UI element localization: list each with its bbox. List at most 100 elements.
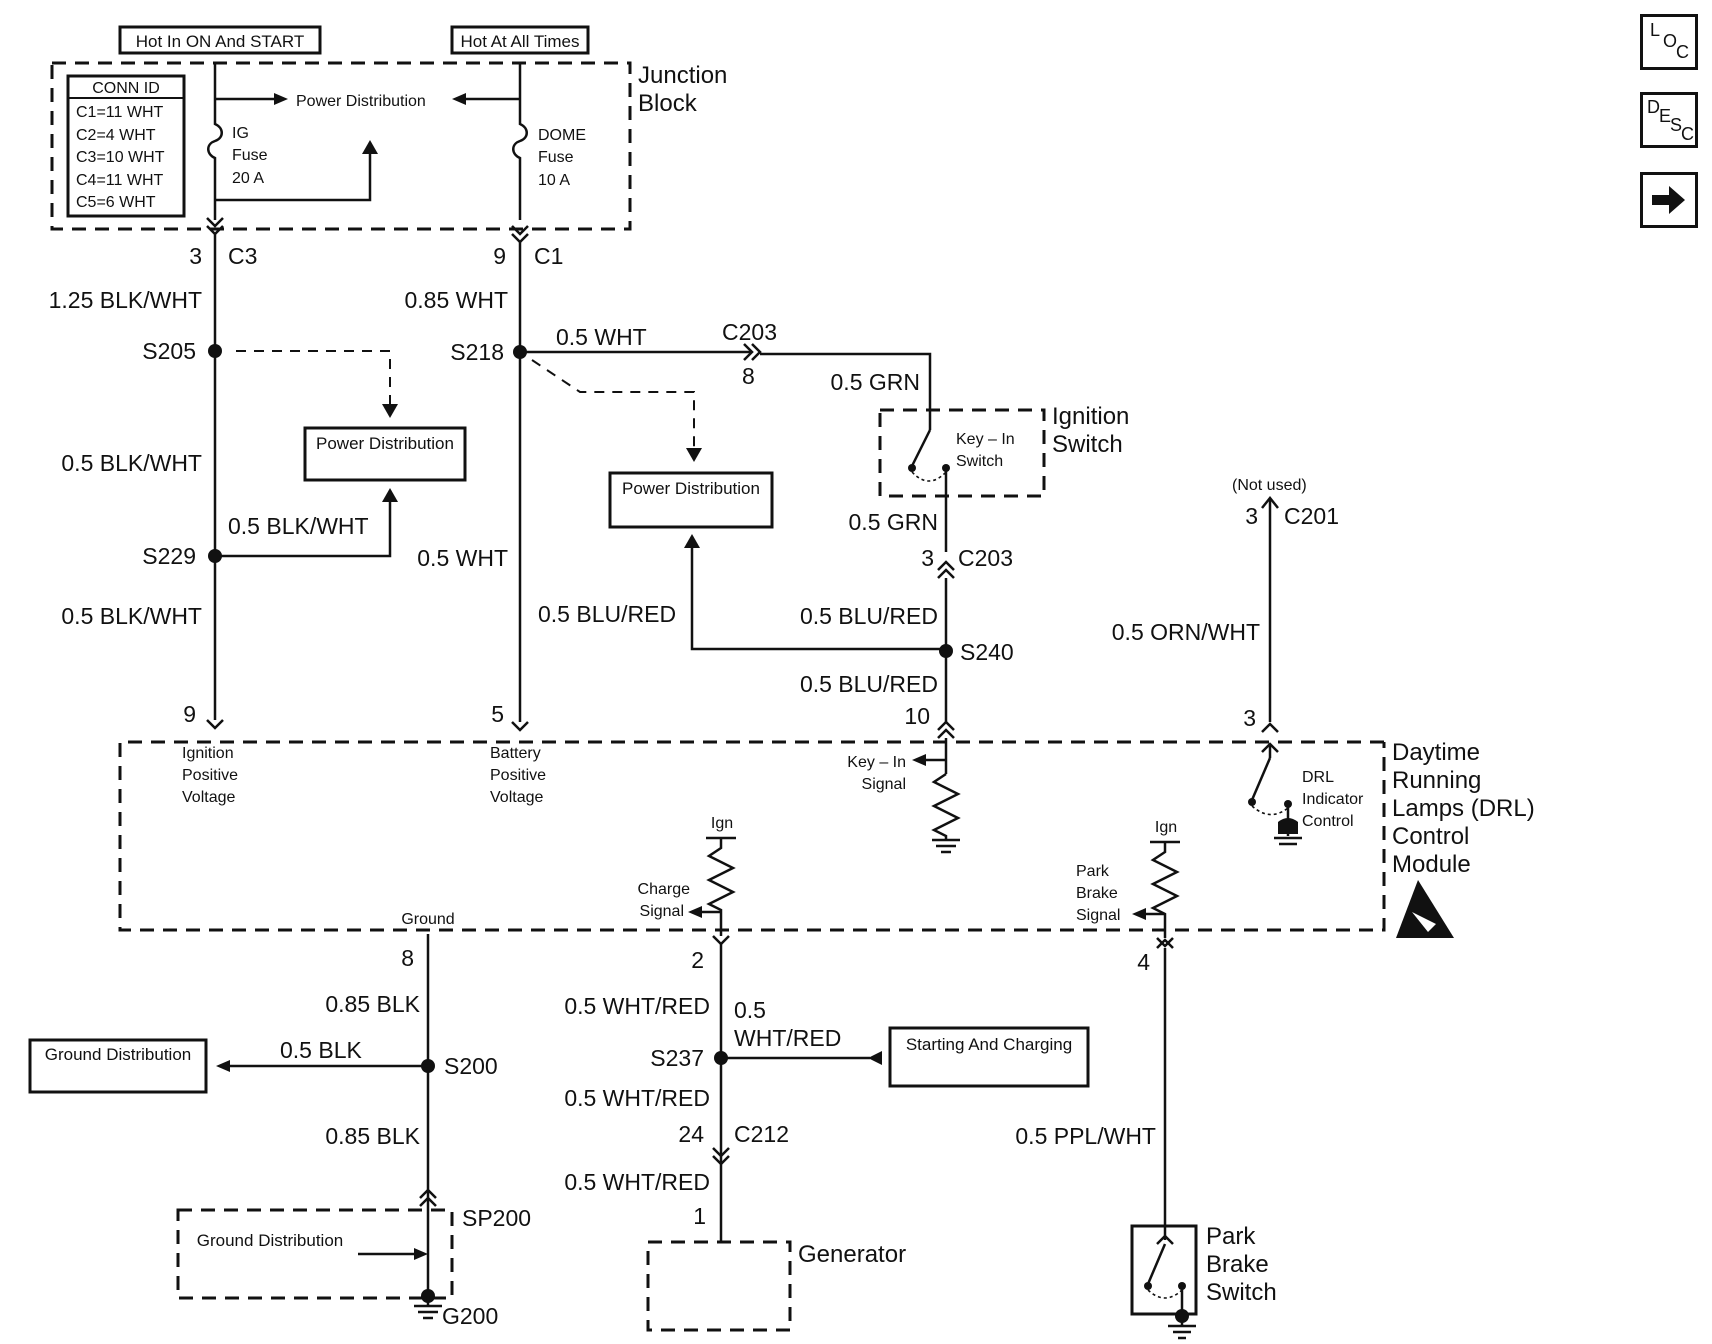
wire-label: 0.5 BLK <box>280 1037 362 1063</box>
loc-letter: L <box>1650 20 1661 40</box>
drl-module-outline <box>118 740 1386 932</box>
splice-s229 <box>208 549 222 563</box>
drl-indicator-label: Indicator <box>1302 791 1364 808</box>
power-distribution-box-a <box>303 426 467 482</box>
wire-label: 0.5 BLU/RED <box>800 671 938 697</box>
wire-label: 0.5 WHT <box>417 545 508 571</box>
wire-label: WHT/RED <box>734 1025 841 1051</box>
wire-label: 0.5 GRN <box>849 509 938 535</box>
next-button[interactable] <box>1640 172 1698 228</box>
module-pin: 9 <box>183 701 196 727</box>
power-distribution-label: Power Distribution <box>316 434 454 453</box>
ground-g200-label: G200 <box>442 1303 498 1329</box>
park-brake-signal-label: Brake <box>1076 885 1118 902</box>
battery-voltage-label: Voltage <box>490 789 543 806</box>
drl-indicator-label: Control <box>1302 813 1354 830</box>
splice-label: SP200 <box>462 1205 531 1231</box>
desc-letter: E <box>1659 106 1672 126</box>
wire-label: 0.5 PPL/WHT <box>1015 1123 1156 1149</box>
key-in-resistor <box>931 772 961 840</box>
wire-label: 0.5 BLK/WHT <box>228 513 369 539</box>
drl-indicator-label: DRL <box>1302 769 1334 786</box>
wire-label: 0.5 BLK/WHT <box>61 450 202 476</box>
desc-letter: D <box>1647 97 1660 117</box>
battery-voltage-label: Battery <box>490 745 541 762</box>
module-pin: 2 <box>691 947 704 973</box>
conn-id-row: C3=10 WHT <box>76 149 165 166</box>
charge-resistor <box>706 838 736 936</box>
splice-label: S218 <box>450 339 504 365</box>
drl-module-title: Lamps (DRL) <box>1392 795 1535 822</box>
ground-distribution-label: Ground Distribution <box>197 1231 343 1250</box>
power-distribution-box-b <box>608 471 774 529</box>
connector-pin: 3 <box>1245 503 1258 529</box>
starting-charging-label: Starting And Charging <box>906 1035 1072 1054</box>
module-pin: 3 <box>1243 705 1256 731</box>
ignition-switch-outline <box>878 408 1046 498</box>
conn-id-box <box>66 74 186 218</box>
ground-label: Ground <box>401 911 454 928</box>
c3-pin: 3 <box>189 243 202 269</box>
module-pin: 5 <box>491 701 504 727</box>
power-distribution-label: Power Distribution <box>622 479 760 498</box>
dome-fuse-label: Fuse <box>538 149 574 166</box>
drl-module-title: Module <box>1392 851 1471 878</box>
connector-label: C203 <box>958 545 1013 571</box>
hot-on-start-box <box>118 25 322 55</box>
drl-module-title: Control <box>1392 823 1469 850</box>
drl-module-title: Running <box>1392 767 1481 794</box>
loc-letter: O <box>1663 31 1678 51</box>
desc-letter: S <box>1670 115 1683 135</box>
ignition-switch-title: Switch <box>1052 431 1123 458</box>
ground-distribution-box-a <box>28 1038 208 1094</box>
loc-letter: C <box>1676 42 1689 62</box>
conn-id-row: C1=11 WHT <box>76 104 164 121</box>
module-pin: 10 <box>904 703 930 729</box>
junction-power-dist-label: Power Distribution <box>296 93 426 110</box>
key-in-switch-label: Switch <box>956 453 1003 470</box>
ig-fuse-label: Fuse <box>232 147 268 164</box>
ignition-voltage-label: Voltage <box>182 789 235 806</box>
c1-pin: 9 <box>493 243 506 269</box>
junction-block-title: Block <box>638 90 698 117</box>
splice-label: S205 <box>142 338 196 364</box>
ign-label: Ign <box>1155 819 1177 836</box>
dome-fuse-label: DOME <box>538 127 586 144</box>
park-brake-switch-label: Switch <box>1206 1279 1277 1306</box>
ignition-switch-title: Ignition <box>1052 403 1129 430</box>
charge-signal-label: Charge <box>638 881 691 898</box>
loc-button[interactable]: L O C <box>1640 14 1698 70</box>
c3-connector: C3 <box>228 243 257 269</box>
park-brake-signal-label: Park <box>1076 863 1110 880</box>
park-brake-signal-label: Signal <box>1076 907 1120 924</box>
hot-on-start-label: Hot In ON And START <box>136 32 305 51</box>
ign-label: Ign <box>711 815 733 832</box>
wire-label: 0.5 BLU/RED <box>538 601 676 627</box>
starting-charging-box <box>888 1026 1090 1088</box>
wire-label: 0.5 <box>734 997 766 1023</box>
wire-label: 0.85 WHT <box>404 287 508 313</box>
key-in-switch-contact <box>910 429 932 467</box>
key-in-signal-label: Signal <box>862 776 906 793</box>
splice-label: S200 <box>444 1053 498 1079</box>
wire-label: 0.5 WHT/RED <box>564 1169 710 1195</box>
wire-label: 0.5 GRN <box>831 369 920 395</box>
ground-distribution-box-b <box>176 1208 454 1300</box>
connector-pin: 24 <box>678 1121 704 1147</box>
connector-pin: 3 <box>921 545 934 571</box>
wire-label: 0.5 ORN/WHT <box>1112 619 1260 645</box>
junction-block-outline <box>50 61 632 231</box>
park-brake-resistor <box>1150 842 1180 938</box>
module-pin: 8 <box>401 945 414 971</box>
connector-label: C212 <box>734 1121 789 1147</box>
connector-label: C203 <box>722 319 777 345</box>
dome-fuse-wire <box>512 63 528 220</box>
c1-connector: C1 <box>534 243 563 269</box>
desc-button[interactable]: D E S C <box>1640 92 1698 148</box>
splice-s205 <box>208 344 222 358</box>
desc-letter: C <box>1681 124 1694 144</box>
conn-id-row: C4=11 WHT <box>76 172 164 189</box>
ig-fuse-wire <box>207 63 223 220</box>
conn-id-title: CONN ID <box>92 80 160 97</box>
